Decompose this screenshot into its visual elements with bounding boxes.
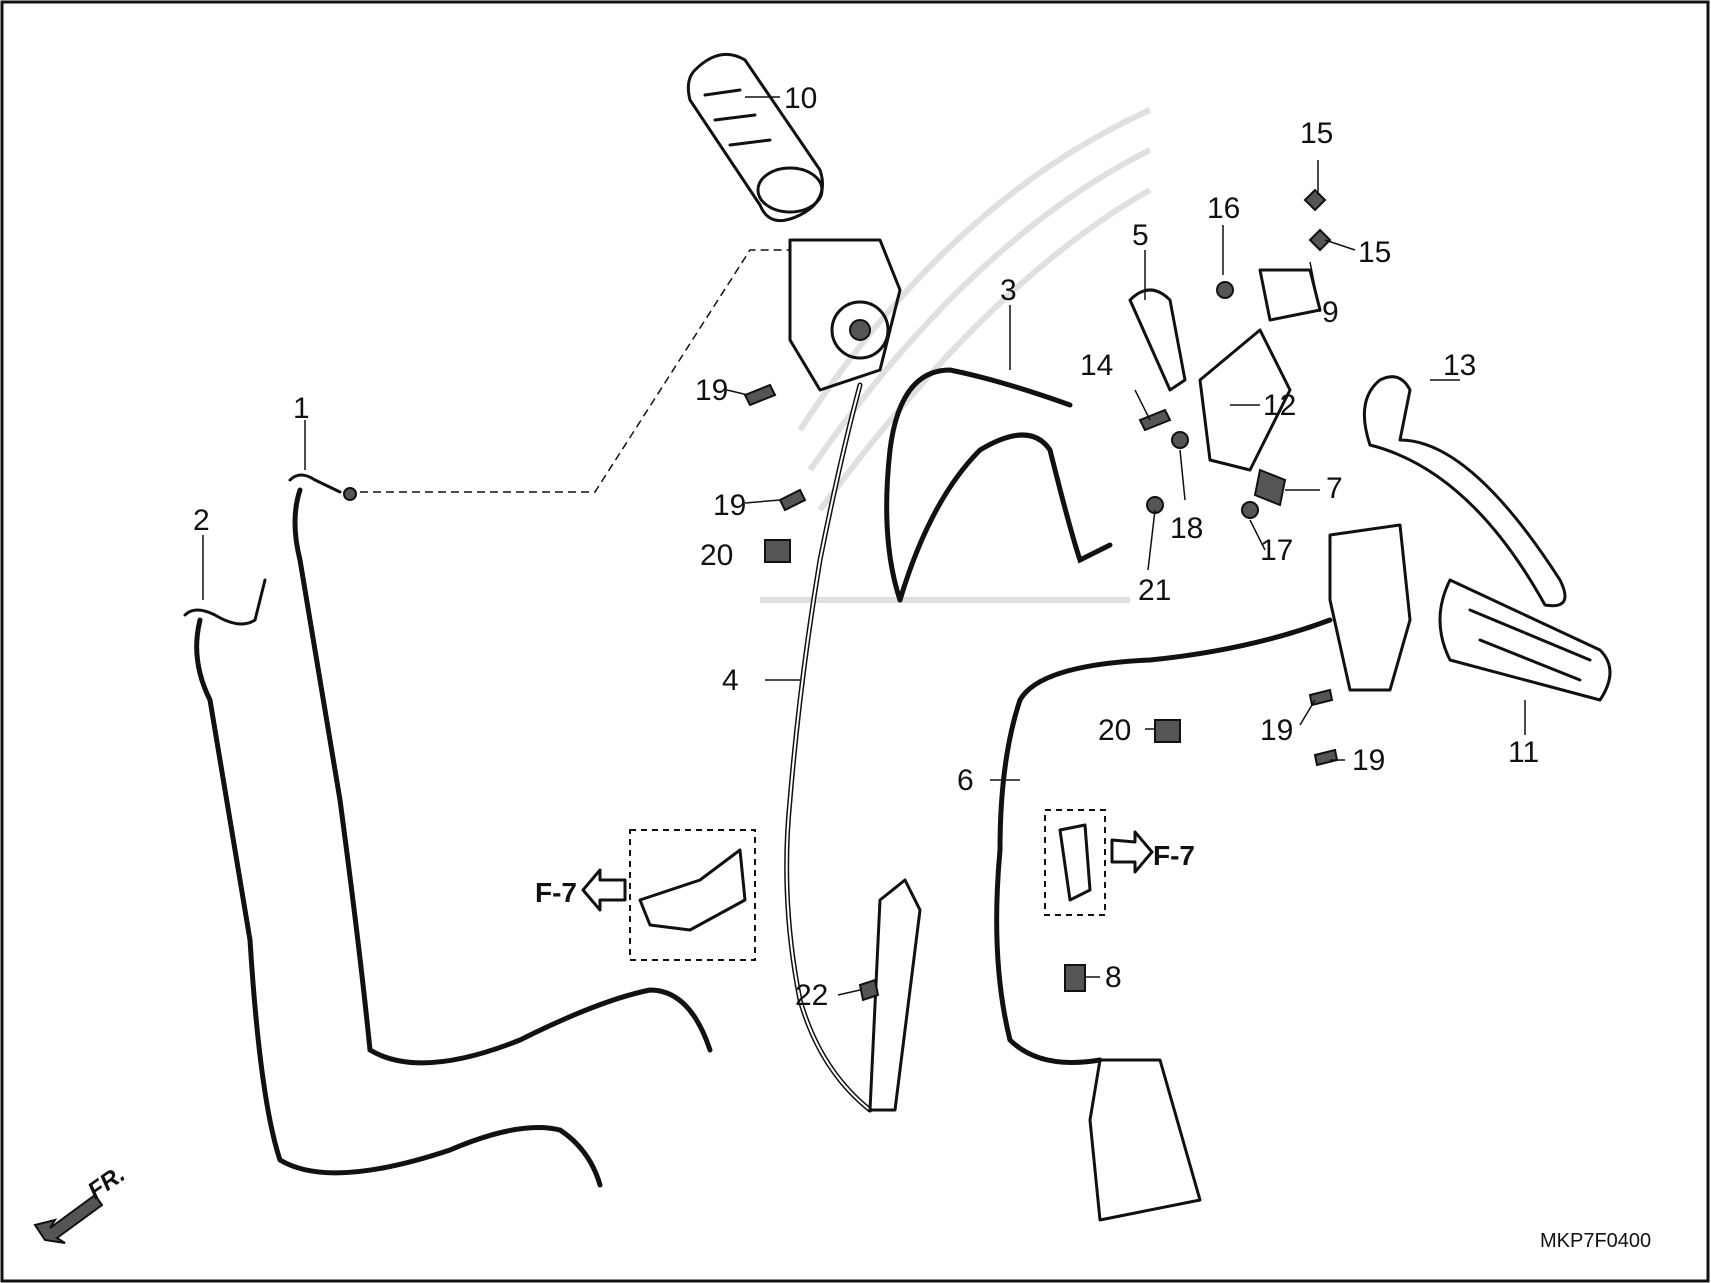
callout-19b: 19 (713, 489, 746, 522)
right-grip-part (1438, 578, 1612, 702)
callout-12: 12 (1263, 389, 1296, 422)
callout-20a: 20 (700, 539, 733, 572)
choke-cable-part (884, 367, 1113, 603)
callout-11: 11 (1508, 736, 1539, 769)
callout-8: 8 (1105, 961, 1122, 994)
front-direction-indicator: FR. (33, 1161, 130, 1244)
lever-part (1362, 375, 1567, 608)
callout-7: 7 (1326, 472, 1343, 505)
hardware-parts (743, 188, 1339, 1002)
callout-22: 22 (795, 979, 828, 1012)
f7-arrow-left-icon (581, 868, 627, 912)
callout-leaders (202, 96, 1526, 996)
reference-label-left: F-7 (535, 877, 577, 908)
callout-2: 2 (193, 504, 210, 537)
throttle-cable-part (784, 382, 922, 1113)
callout-19d: 19 (1352, 744, 1385, 777)
callout-15a: 15 (1300, 117, 1333, 150)
front-arrow-icon (33, 1193, 104, 1244)
callout-5: 5 (1132, 219, 1149, 252)
callout-6: 6 (957, 764, 974, 797)
callout-15b: 15 (1358, 236, 1391, 269)
callout-21: 21 (1138, 574, 1171, 607)
callout-17: 17 (1260, 534, 1293, 567)
callout-4: 4 (722, 664, 739, 697)
drawing-code: MKP7F0400 (1540, 1230, 1651, 1252)
lever-bracket-part (1128, 268, 1322, 472)
reference-label-right: F-7 (1153, 840, 1195, 871)
callout-labels: 1 2 3 4 5 6 7 8 9 10 11 12 13 14 15 15 1… (193, 82, 1539, 1012)
reference-box-left (629, 829, 756, 961)
left-cables-part (183, 473, 713, 1188)
callout-16: 16 (1207, 192, 1240, 225)
callout-1: 1 (293, 392, 310, 425)
callout-3: 3 (1000, 274, 1017, 307)
callout-9: 9 (1322, 296, 1339, 329)
left-grip-part (686, 52, 824, 223)
throttle-housing-part (788, 238, 902, 392)
f7-arrow-right-icon (1110, 830, 1154, 874)
callout-20b: 20 (1098, 714, 1131, 747)
reference-box-right (1044, 809, 1106, 916)
right-switch-housing-part (994, 523, 1412, 1222)
callout-10: 10 (784, 82, 817, 115)
callout-19a: 19 (695, 374, 728, 407)
callout-19c: 19 (1260, 714, 1293, 747)
callout-13: 13 (1443, 349, 1476, 382)
callout-18: 18 (1170, 512, 1203, 545)
callout-14: 14 (1080, 349, 1113, 382)
assembly-link-line (360, 249, 790, 493)
